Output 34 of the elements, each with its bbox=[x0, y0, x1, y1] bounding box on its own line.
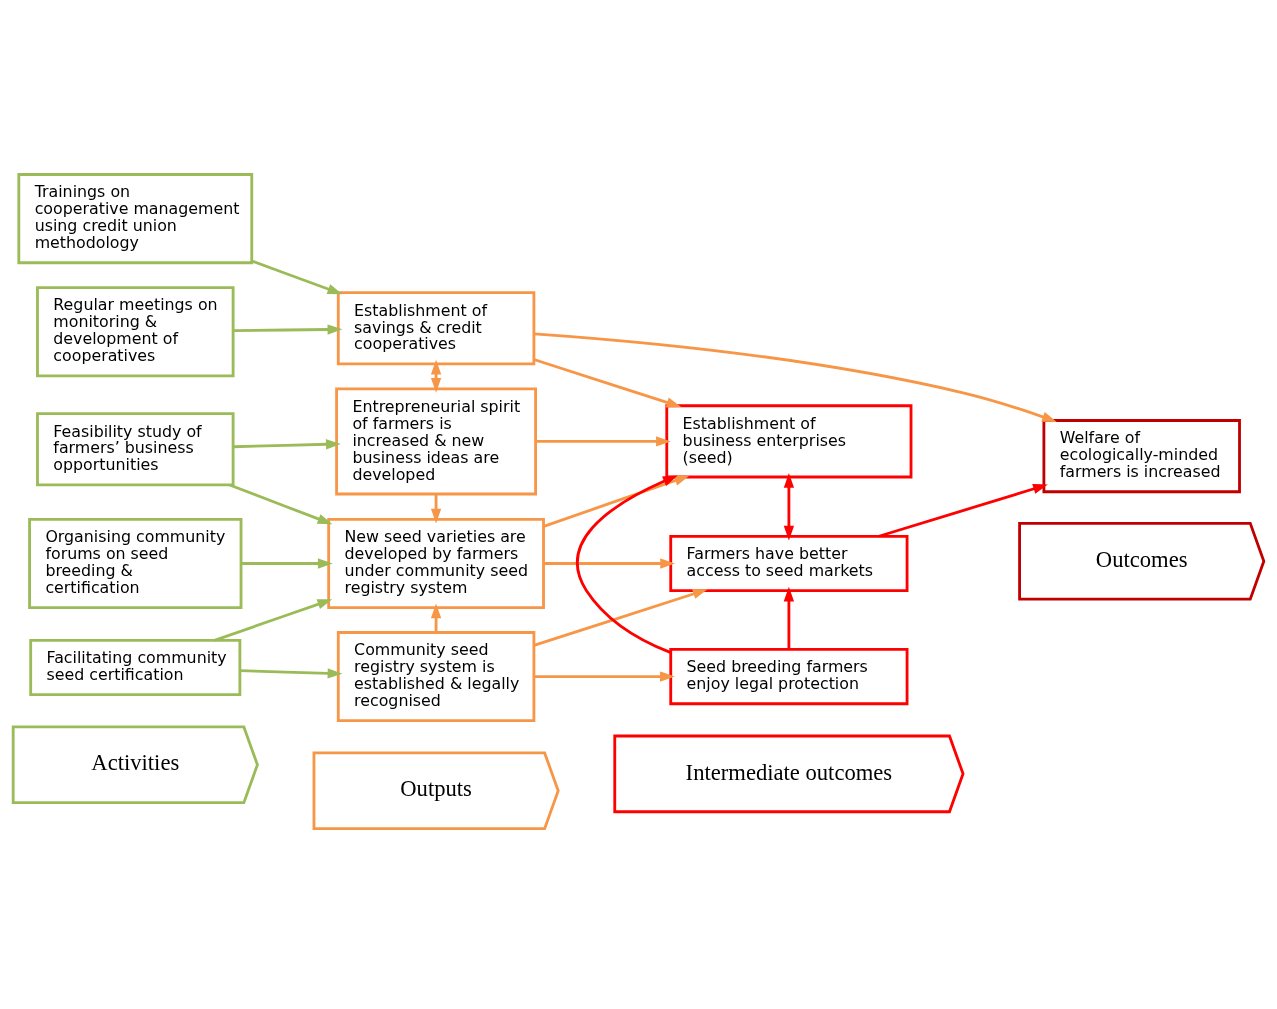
arrow bbox=[430, 359, 442, 393]
arrow bbox=[239, 667, 343, 678]
arrow bbox=[543, 557, 675, 569]
arrow bbox=[535, 435, 671, 447]
node-box: Seed breeding farmers enjoy legal protection bbox=[669, 647, 909, 705]
arrow bbox=[251, 259, 343, 294]
arrow bbox=[430, 493, 442, 523]
arrow bbox=[233, 323, 343, 335]
node-box: Facilitating community seed certification bbox=[29, 638, 242, 696]
arrow bbox=[533, 357, 682, 407]
arrow bbox=[533, 670, 675, 682]
node-box: Welfare of ecologically-minded farmers is increased bbox=[1042, 418, 1241, 493]
arrow bbox=[214, 598, 333, 642]
arrow bbox=[430, 602, 442, 632]
arrow bbox=[233, 438, 341, 449]
arrow bbox=[533, 588, 708, 647]
node-box: Organising community forums on seed breeding & certification bbox=[28, 517, 243, 609]
node-box: Community seed registry system is established & legally recognised bbox=[336, 630, 536, 722]
node-box: Establishment of savings & credit cooperatives bbox=[336, 290, 536, 365]
arrow bbox=[543, 475, 690, 528]
arrow bbox=[241, 557, 333, 569]
node-box: Trainings on cooperative management using credit union methodology bbox=[17, 172, 254, 264]
node-box: Establishment of business enterprises (seed) bbox=[665, 403, 913, 478]
arrow bbox=[783, 472, 795, 541]
arrow bbox=[576, 474, 678, 654]
node-box: Regular meetings on monitoring & development of cooperatives bbox=[36, 285, 235, 377]
arrow bbox=[878, 483, 1048, 538]
node-box: New seed varieties are developed by farmers under community seed registry system bbox=[327, 517, 545, 609]
node-box: Farmers have better access to seed markets bbox=[669, 534, 909, 592]
arrow bbox=[534, 331, 1057, 422]
node-box: Entrepreneurial spirit of farmers is increased & new business ideas are developed bbox=[335, 386, 537, 495]
node-box: Feasibility study of farmers’ business opportunities bbox=[36, 411, 235, 486]
arrow bbox=[783, 586, 795, 649]
arrow bbox=[229, 483, 333, 524]
